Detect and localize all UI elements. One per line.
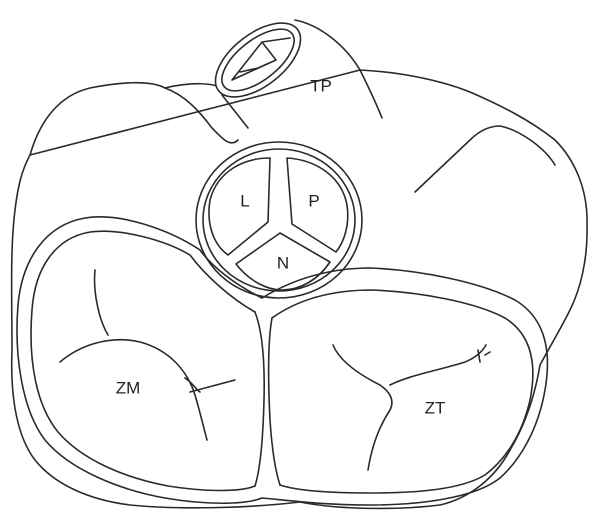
mitral-divider: [255, 312, 264, 486]
tricuspid-divider: [269, 318, 280, 485]
pulmonary-trunk-tube: [295, 20, 382, 118]
tricuspid-valve-inner: [272, 290, 533, 493]
left-cusp-label: L: [240, 191, 249, 210]
pulmonary-trunk-label: TP: [310, 76, 332, 95]
tricuspid-valve-label: ZT: [425, 398, 446, 417]
tricuspid-valve-outer: [262, 268, 547, 505]
mitral-valve-label: ZM: [116, 378, 141, 397]
non-coronary-cusp-label: N: [277, 253, 289, 272]
tricuspid-closure-line: [333, 345, 490, 470]
mitral-closure-line: [60, 270, 235, 440]
right-cusp-label: P: [308, 191, 319, 210]
right-fold-line: [415, 126, 555, 192]
